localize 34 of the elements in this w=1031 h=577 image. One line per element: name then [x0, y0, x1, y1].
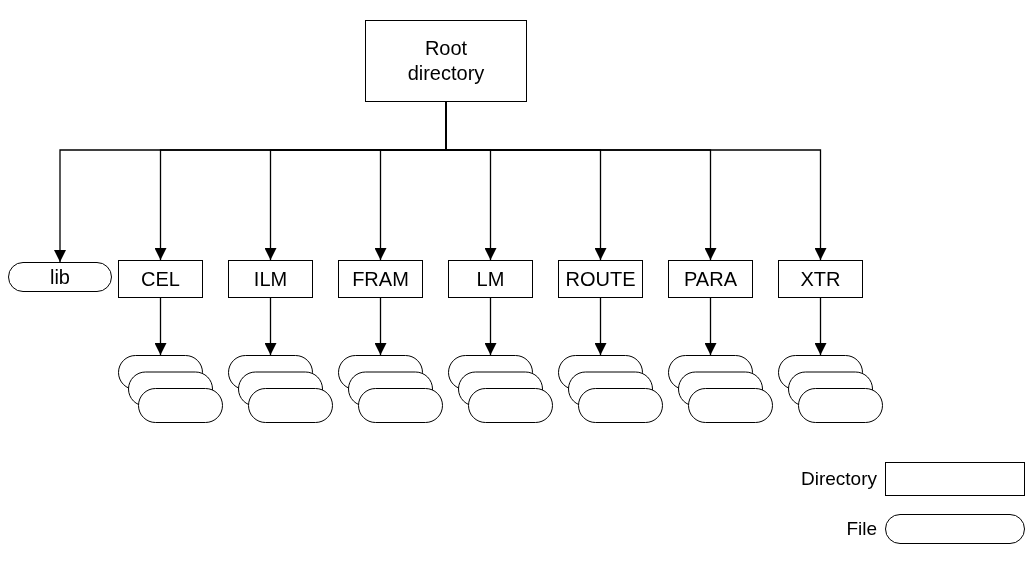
file-pill — [8, 262, 112, 292]
file-stack-drawing — [118, 355, 223, 423]
arrow — [814, 297, 827, 356]
arrow — [594, 297, 607, 356]
directory-box — [118, 260, 203, 298]
node-label: PARA — [684, 266, 737, 292]
arrow — [374, 297, 387, 356]
directory-box — [228, 260, 313, 298]
arrow — [154, 297, 167, 356]
node-label: ROUTE — [565, 266, 636, 292]
directory-box — [558, 260, 643, 298]
arrow — [704, 297, 717, 356]
directory-box — [778, 260, 863, 298]
file-stack-drawing — [778, 355, 883, 423]
directory-box — [668, 260, 753, 298]
directory-box — [365, 20, 527, 102]
legend-label: Directory — [801, 466, 877, 491]
node-label: LM — [476, 266, 505, 292]
file-stack-drawing — [228, 355, 333, 423]
file-stack-drawing — [668, 355, 773, 423]
node-label: CEL — [141, 266, 180, 292]
directory-box — [448, 260, 533, 298]
node-label: XTR — [800, 266, 841, 292]
node-label: Root directory — [406, 36, 486, 86]
file-stack-drawing — [448, 355, 553, 423]
arrow — [484, 297, 497, 356]
node-label: lib — [50, 264, 70, 290]
directory-box — [338, 260, 423, 298]
node-label: FRAM — [352, 266, 409, 292]
node-label: ILM — [253, 266, 288, 292]
file-stack-drawing — [558, 355, 663, 423]
arrow — [264, 297, 277, 356]
legend-label: File — [846, 516, 877, 541]
file-stack-drawing — [338, 355, 443, 423]
